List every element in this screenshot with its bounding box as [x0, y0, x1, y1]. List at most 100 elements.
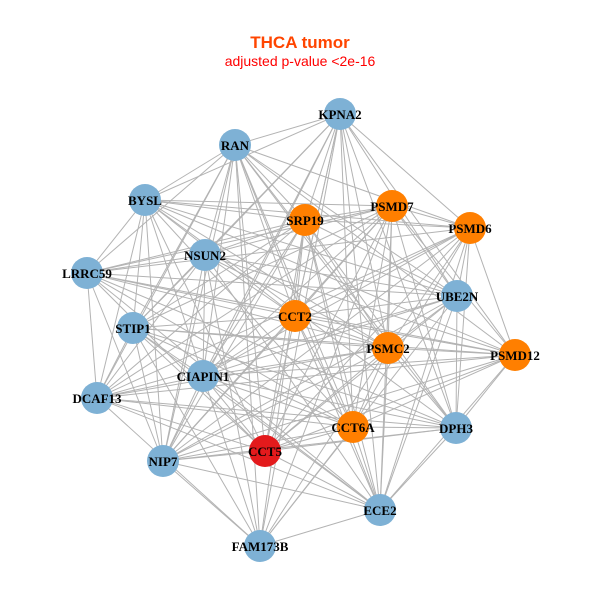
node-label: LRRC59 [62, 266, 112, 281]
node-cct6a: CCT6A [331, 411, 375, 443]
edge-LRRC59-NIP7 [86, 272, 164, 462]
edge-NSUN2-UBE2N [204, 254, 458, 297]
node-label: NSUN2 [184, 248, 226, 263]
edge-BYSL-SRP19 [144, 199, 306, 221]
node-bysl: BYSL [128, 184, 162, 216]
node-circle [364, 494, 396, 526]
edge-CCT2-ECE2 [294, 315, 381, 511]
edge-BYSL-STIP1 [132, 199, 146, 329]
edge-STIP1-ECE2 [132, 327, 381, 511]
node-label: UBE2N [436, 289, 479, 304]
node-label: DCAF13 [72, 391, 122, 406]
edge-CCT2-PSMD12 [294, 315, 516, 356]
node-circle [376, 190, 408, 222]
edge-NSUN2-PSMD12 [204, 254, 516, 356]
edge-RAN-BYSL [144, 144, 236, 201]
edge-LRRC59-CCT5 [86, 272, 266, 452]
edge-NSUN2-ECE2 [204, 254, 381, 511]
edge-DCAF13-DPH3 [96, 397, 457, 429]
edge-SRP19-STIP1 [132, 219, 306, 329]
edge-NSUN2-CCT2 [204, 254, 296, 317]
node-label: BYSL [128, 193, 162, 208]
node-psmc2: PSMC2 [366, 332, 410, 364]
edge-PSMC2-ECE2 [379, 347, 389, 511]
edge-PSMC2-CIAPIN1 [202, 347, 389, 377]
edge-CCT2-CCT6A [294, 315, 354, 428]
edge-PSMD7-CCT5 [264, 205, 393, 452]
node-cct5: CCT5 [248, 435, 282, 467]
node-label: CCT6A [331, 420, 375, 435]
node-circle [440, 412, 472, 444]
node-circle [337, 411, 369, 443]
edge-LRRC59-UBE2N [86, 272, 458, 297]
edge-CIAPIN1-FAM173B [202, 375, 261, 547]
edge-BYSL-PSMD7 [144, 199, 393, 207]
node-circle [71, 257, 103, 289]
edge-KPNA2-PSMD12 [339, 113, 516, 356]
node-label: CCT2 [278, 309, 312, 324]
node-label: DPH3 [439, 421, 473, 436]
edge-PSMD7-STIP1 [132, 205, 393, 329]
edge-RAN-DPH3 [234, 144, 457, 429]
node-label: CIAPIN1 [177, 369, 230, 384]
edge-CCT6A-DPH3 [352, 426, 457, 429]
edge-PSMD6-PSMD12 [469, 227, 516, 356]
node-cct2: CCT2 [278, 300, 312, 332]
node-ran: RAN [219, 129, 251, 161]
edge-NIP7-ECE2 [162, 460, 381, 511]
edge-KPNA2-CCT6A [339, 113, 354, 428]
edge-CIAPIN1-ECE2 [202, 375, 381, 511]
edge-PSMD6-CCT2 [294, 227, 471, 317]
node-nsun2: NSUN2 [184, 239, 226, 271]
edge-NSUN2-CIAPIN1 [202, 254, 206, 377]
edge-RAN-NIP7 [162, 144, 236, 462]
edge-PSMD6-DPH3 [455, 227, 471, 429]
edge-SRP19-CCT2 [294, 219, 306, 317]
node-circle [187, 360, 219, 392]
edge-UBE2N-DPH3 [455, 295, 458, 429]
node-circle [147, 445, 179, 477]
edge-NIP7-FAM173B [162, 460, 261, 547]
edge-CCT5-NIP7 [162, 450, 266, 462]
node-circle [441, 280, 473, 312]
edge-CIAPIN1-DPH3 [202, 375, 457, 429]
edge-CCT2-NIP7 [162, 315, 296, 462]
edge-DCAF13-FAM173B [96, 397, 261, 547]
edge-PSMD6-ECE2 [379, 227, 471, 511]
edge-NSUN2-STIP1 [132, 254, 206, 329]
node-circle [117, 312, 149, 344]
edge-KPNA2-PSMD6 [339, 113, 471, 229]
edge-CIAPIN1-DCAF13 [96, 375, 204, 399]
node-label: PSMD7 [370, 199, 414, 214]
edge-LRRC59-DCAF13 [86, 272, 98, 399]
edge-PSMD6-CCT6A [352, 227, 471, 428]
edge-LRRC59-DPH3 [86, 272, 457, 429]
edge-RAN-NSUN2 [204, 144, 236, 256]
edge-SRP19-FAM173B [259, 219, 306, 547]
edges [86, 113, 516, 547]
edge-PSMD7-DPH3 [391, 205, 457, 429]
edge-PSMC2-FAM173B [259, 347, 389, 547]
node-circle [324, 98, 356, 130]
node-circle [249, 435, 281, 467]
edge-SRP19-PSMD6 [304, 219, 471, 229]
edge-PSMC2-DPH3 [387, 347, 457, 429]
edge-UBE2N-DCAF13 [96, 295, 458, 399]
edge-RAN-PSMD6 [234, 144, 471, 229]
edge-LRRC59-CCT6A [86, 272, 354, 428]
edge-NSUN2-FAM173B [204, 254, 261, 547]
edge-RAN-UBE2N [234, 144, 458, 297]
edge-CCT2-PSMC2 [294, 315, 389, 349]
edge-PSMD6-LRRC59 [86, 227, 471, 274]
edge-UBE2N-CCT5 [264, 295, 458, 452]
edge-PSMD7-DCAF13 [96, 205, 393, 399]
node-label: SRP19 [286, 213, 324, 228]
node-circle [81, 382, 113, 414]
node-fam173b: FAM173B [232, 530, 289, 562]
edge-STIP1-PSMD12 [132, 327, 516, 356]
edge-KPNA2-DPH3 [339, 113, 457, 429]
edge-PSMD6-NIP7 [162, 227, 471, 462]
node-circle [499, 339, 531, 371]
